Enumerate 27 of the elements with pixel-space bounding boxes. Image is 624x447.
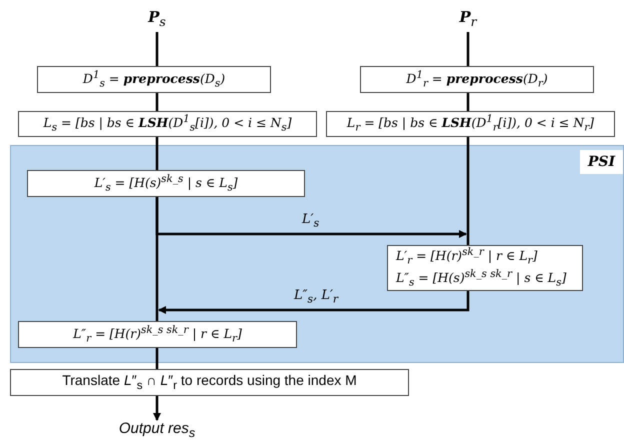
step-box: D$^{1}$$_{r}$ = preprocess(D$_{r}$) (360, 66, 594, 93)
step-box (387, 245, 583, 291)
lifeline (466, 137, 470, 245)
step-box: L″$_{r}$ = [H(r)$^{sk_s sk_r}$ | r ∈ L$_{r}$] (18, 321, 297, 348)
lifeline (156, 197, 158, 321)
lifeline (156, 137, 158, 170)
step-box: L$_{r}$ = [bs | bs ∈ LSH(D$^{1}$$_{r}$[i]), 0 < i ≤ N$_{r}$] (326, 111, 615, 137)
protocol-band (10, 145, 624, 363)
party-label: P$_{r}$ (448, 8, 488, 32)
step-box: L′$_{s}$ = [H(s)$^{sk_s}$ | s ∈ L$_{s}$] (27, 170, 305, 197)
lifeline (466, 93, 470, 111)
party-label: P$_{s}$ (137, 8, 177, 32)
message-arrow (158, 291, 470, 314)
formula-text: L″$_{s}$ = [H(s)$^{sk_s sk_r}$ | s ∈ L$_{s}$] (396, 268, 566, 290)
lifeline (156, 32, 158, 66)
message-arrow (153, 396, 161, 421)
lifeline (466, 32, 470, 66)
section-title: PSI (580, 150, 623, 174)
lifeline (156, 348, 158, 369)
formula-text: L′$_{r}$ = [H(r)$^{sk_r}$ | r ∈ L$_{r}$] (396, 246, 538, 268)
edge-label: L′$_{s}$ (300, 212, 322, 230)
lifeline (156, 93, 158, 111)
party-label: Output res$_{s}$ (97, 420, 217, 444)
step-box: Translate L″$_{s}$ ∩ L″$_{r}$ to records using the index M (10, 369, 409, 396)
edge-label: L″$_{s}$, L′$_{r}$ (292, 288, 340, 306)
step-box: D$^{1}$$_{s}$ = preprocess(D$_{s}$) (37, 66, 271, 93)
step-box: L$_{s}$ = [bs | bs ∈ LSH(D$^{1}$$_{s}$[i]), 0 < i ≤ N$_{s}$] (18, 111, 317, 137)
